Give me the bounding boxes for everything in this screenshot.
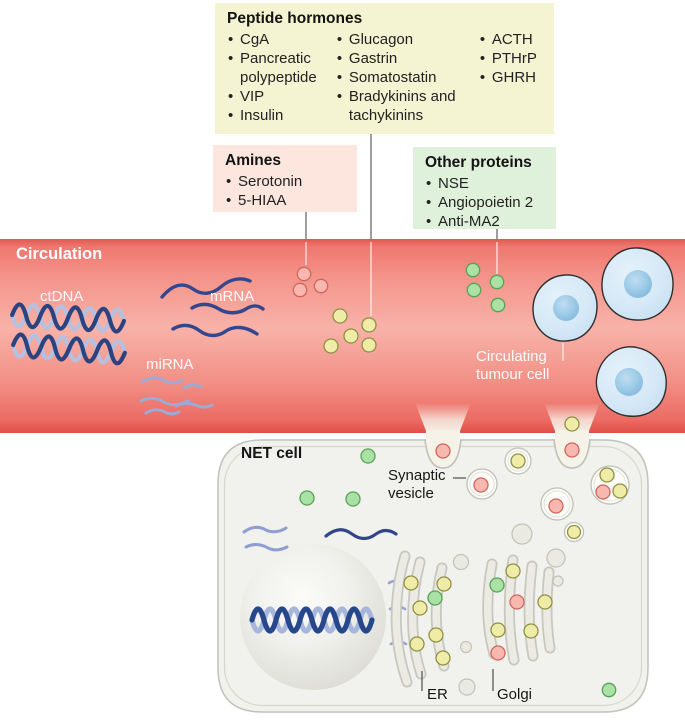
peptide-hormones-column-2: GlucagonGastrinSomatostatinBradykinins a… bbox=[336, 30, 479, 125]
mrna-label: mRNA bbox=[210, 288, 255, 305]
net-cell-label: NET cell bbox=[241, 445, 303, 462]
ctdna-helix-group bbox=[9, 302, 127, 366]
list-item: Angiopoietin 2 bbox=[425, 193, 545, 212]
other-proteins-box: Other proteins NSEAngiopoietin 2Anti-MA2 bbox=[413, 147, 556, 231]
peptide-hormones-box: Peptide hormones CgAPancreatic polypepti… bbox=[215, 3, 554, 134]
mirna-strands-group bbox=[139, 376, 214, 416]
peptide-hormones-column-3: ACTHPTHrPGHRH bbox=[479, 30, 543, 125]
list-item: Pancreatic polypeptide bbox=[227, 49, 336, 87]
list-item: Bradykinins and tachykinins bbox=[336, 87, 479, 125]
ctdna-label: ctDNA bbox=[40, 288, 84, 305]
mrna-strands-group bbox=[160, 277, 265, 338]
amines-box: Amines Serotonin5-HIAA bbox=[213, 145, 357, 212]
organelle-molecules-group bbox=[403, 563, 553, 666]
label-pointer-lines bbox=[421, 477, 494, 691]
nuclear-dna-helix bbox=[249, 606, 375, 634]
list-item: 5-HIAA bbox=[225, 191, 346, 210]
list-item: Anti-MA2 bbox=[425, 212, 545, 231]
tumour-cell-nuclei bbox=[553, 270, 652, 396]
list-item: NSE bbox=[425, 174, 545, 193]
list-item: CgA bbox=[227, 30, 336, 49]
er-label: ER bbox=[427, 686, 448, 703]
synaptic-vesicle-label: Synaptic vesicle bbox=[388, 467, 446, 502]
synaptic-vesicles-group bbox=[466, 447, 630, 543]
other-proteins-list: NSEAngiopoietin 2Anti-MA2 bbox=[425, 174, 545, 231]
circulating-tumour-cells-group bbox=[532, 247, 674, 417]
amines-list: Serotonin5-HIAA bbox=[225, 172, 346, 210]
other-proteins-title: Other proteins bbox=[425, 154, 532, 171]
cytoplasm-molecules-group bbox=[299, 448, 617, 698]
list-item: Gastrin bbox=[336, 49, 479, 68]
list-item: ACTH bbox=[479, 30, 543, 49]
list-item: Somatostatin bbox=[336, 68, 479, 87]
circulation-label: Circulation bbox=[16, 245, 103, 263]
secreted-molecules-group bbox=[435, 416, 580, 459]
nucleus bbox=[240, 544, 386, 690]
golgi-label: Golgi bbox=[497, 686, 533, 703]
peptide-hormones-title: Peptide hormones bbox=[227, 10, 363, 27]
amines-title: Amines bbox=[225, 152, 281, 169]
empty-vesicles-group bbox=[452, 523, 566, 696]
list-item: Glucagon bbox=[336, 30, 479, 49]
list-item: VIP bbox=[227, 87, 336, 106]
circulating-tumour-cell-label: Circulating tumour cell bbox=[476, 348, 550, 383]
protein-molecules-group bbox=[465, 262, 506, 313]
peptide-hormones-column-1: CgAPancreatic polypeptideVIPInsulin bbox=[227, 30, 336, 125]
list-item: GHRH bbox=[479, 68, 543, 87]
list-item: Serotonin bbox=[225, 172, 346, 191]
list-item: PTHrP bbox=[479, 49, 543, 68]
mirna-label: miRNA bbox=[146, 356, 194, 373]
peptide-molecules-group bbox=[323, 308, 377, 354]
list-item: Insulin bbox=[227, 106, 336, 125]
amine-molecules-group bbox=[292, 266, 329, 298]
